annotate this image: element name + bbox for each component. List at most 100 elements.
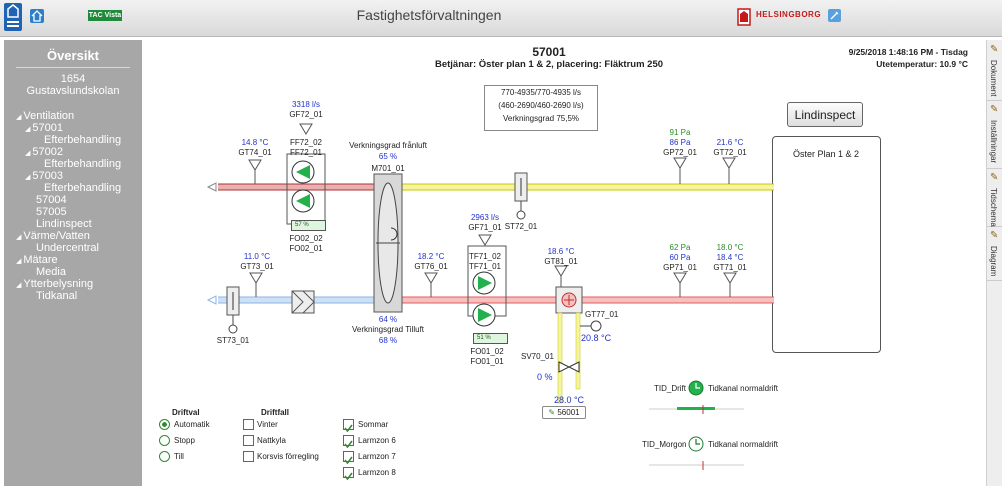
sensor-gt77 (590, 320, 602, 332)
radio-automatik[interactable] (159, 419, 170, 430)
tree-item-57003[interactable]: ◢57003 (25, 170, 63, 184)
supply-duct-red (402, 297, 774, 303)
tree-label: Efterbehandling (44, 182, 122, 194)
expand-arrow-icon[interactable]: ◢ (25, 126, 31, 133)
valve-sv70 (558, 361, 580, 373)
tree-item-ventilation[interactable]: ◢Ventilation (16, 110, 74, 124)
checkbox-korsvis[interactable] (243, 451, 254, 462)
timer-morgon-status: Tidkanal normaldrift (708, 440, 778, 449)
tab-diagram[interactable]: ✎Diagram (987, 228, 1002, 281)
fo01-speed-badge[interactable]: 51 % (473, 333, 508, 344)
tree-label: Lindinspect (36, 218, 92, 230)
expand-arrow-icon[interactable]: ◢ (16, 234, 22, 241)
checkbox-vinter[interactable] (243, 419, 254, 430)
tab-dokument[interactable]: ✎Dokument (987, 42, 1002, 101)
gf72-name: GF72_01 (289, 110, 323, 119)
radio-till[interactable] (159, 451, 170, 462)
tree-item-57002[interactable]: ◢57002 (25, 146, 63, 160)
outdoor-temp: Utetemperatur: 10.9 °C (876, 59, 968, 69)
checkmark-icon (344, 424, 353, 433)
sv70-name: SV70_01 (521, 352, 554, 361)
tab-label: Tidschema (989, 188, 998, 227)
tree-label: 57005 (36, 206, 67, 218)
checkbox-larmzon6[interactable] (343, 435, 354, 449)
tree-item-varme-vatten[interactable]: ◢Värme/Vatten (16, 230, 90, 244)
lindinspect-button[interactable]: Lindinspect (787, 102, 863, 127)
home-icon[interactable] (30, 9, 44, 23)
zone-label: Öster Plan 1 & 2 (793, 149, 860, 159)
tab-label: Inställningar (989, 120, 998, 164)
expand-arrow-icon[interactable]: ◢ (25, 174, 31, 181)
st73-name: ST73_01 (216, 336, 250, 345)
expand-arrow-icon[interactable]: ◢ (16, 114, 22, 121)
timer-scale-drift (649, 405, 744, 414)
fo02-speed-badge[interactable]: 57 % (291, 220, 326, 231)
tree-item-undercentral[interactable]: Undercentral (36, 242, 99, 254)
checkbox-nattkyla[interactable] (243, 435, 254, 446)
gt76-value: 18.2 °C (417, 252, 445, 261)
tree-item-57005[interactable]: 57005 (36, 206, 67, 218)
exhaust-duct-yellow (402, 184, 774, 190)
tac-vista-logo: TAC Vista (88, 10, 122, 21)
gp71-pa-2: 60 Pa (669, 253, 691, 262)
tree-item-matare[interactable]: ◢Mätare (16, 254, 58, 268)
tree-item-lindinspect[interactable]: Lindinspect (36, 218, 92, 230)
sensor-markers (248, 123, 737, 297)
tree-label: Media (36, 266, 66, 278)
tree-item-efterbehandling-2[interactable]: Efterbehandling (44, 158, 121, 170)
tree-item-efterbehandling-1[interactable]: Efterbehandling (44, 134, 121, 146)
expand-arrow-icon[interactable]: ◢ (16, 282, 22, 289)
building-number: 1654 (60, 73, 86, 85)
settings-edit-icon[interactable] (828, 9, 841, 22)
checkbox-larmzon7[interactable] (343, 451, 354, 465)
checkbox-vinter-label: Vinter (257, 420, 278, 429)
right-tab-bar: ✎Dokument ✎Inställningar ✎Tidschema ✎Dia… (986, 40, 1002, 486)
building-info: 1654 Gustavslundskolan (4, 73, 142, 97)
driftfall-title: Driftfall (261, 408, 289, 417)
checkbox-sommar[interactable] (343, 419, 354, 433)
checkbox-sommar-label: Sommar (358, 420, 389, 429)
unit-tag-label: 56001 (557, 408, 580, 417)
app-title: Fastighetsförvaltningen (356, 7, 502, 23)
tab-installningar[interactable]: ✎Inställningar (987, 102, 1002, 169)
gt71-value-1: 18.0 °C (716, 243, 744, 252)
tree-item-tidkanal[interactable]: Tidkanal (36, 290, 77, 302)
tree-label: Efterbehandling (44, 134, 122, 146)
st72-name: ST72_01 (504, 222, 538, 231)
schematic-area: 57001 Betjänar: Öster plan 1 & 2, placer… (144, 40, 986, 486)
ff72-01: FF72_01 (289, 148, 323, 157)
tree-item-media[interactable]: Media (36, 266, 66, 278)
radio-stopp[interactable] (159, 435, 170, 446)
expand-arrow-icon[interactable]: ◢ (16, 258, 22, 265)
exhaust-outlet-arrow (206, 182, 217, 192)
gt73-name: GT73_01 (240, 262, 274, 271)
eff-supply-label: Verkningsgrad Tilluft (351, 325, 425, 334)
gf72-flow: 3318 l/s (291, 100, 321, 109)
tab-tidschema[interactable]: ✎Tidschema (987, 170, 1002, 227)
checkbox-nattkyla-label: Nattkyla (257, 436, 286, 445)
tree-item-57004[interactable]: 57004 (36, 194, 67, 206)
expand-arrow-icon[interactable]: ◢ (25, 150, 31, 157)
tree-label: 57001 (32, 122, 63, 134)
tree-item-ytterbelysning[interactable]: ◢Ytterbelysning (16, 278, 93, 292)
pin-icon: ✎ (990, 44, 999, 55)
tree-item-efterbehandling-3[interactable]: Efterbehandling (44, 182, 121, 194)
brand-name: HELSINGBORG (756, 10, 822, 19)
eff-exhaust-value: 65 % (378, 152, 398, 161)
home-logo-icon[interactable] (4, 3, 22, 31)
tree-item-57001[interactable]: ◢57001 (25, 122, 63, 136)
sidebar-title: Översikt (46, 48, 100, 63)
gt77-value: 20.8 °C (581, 333, 612, 343)
eff-supply-value: 64 % (378, 315, 398, 324)
unit-id: 57001 (532, 45, 566, 59)
checkbox-larmzon8[interactable] (343, 467, 354, 481)
gt72-value: 21.6 °C (716, 138, 744, 147)
tree-label: 57002 (32, 146, 63, 158)
fo01-01: FO01_01 (470, 357, 504, 366)
checkbox-larmzon8-label: Larmzon 8 (358, 468, 396, 477)
tree-label: 57004 (36, 194, 67, 206)
timer-scale-morgon (649, 461, 744, 470)
sv70-value: 0 % (537, 372, 553, 382)
unit-tag-button[interactable]: ✎ 56001 (542, 406, 586, 419)
gt74-value: 14.8 °C (241, 138, 269, 147)
